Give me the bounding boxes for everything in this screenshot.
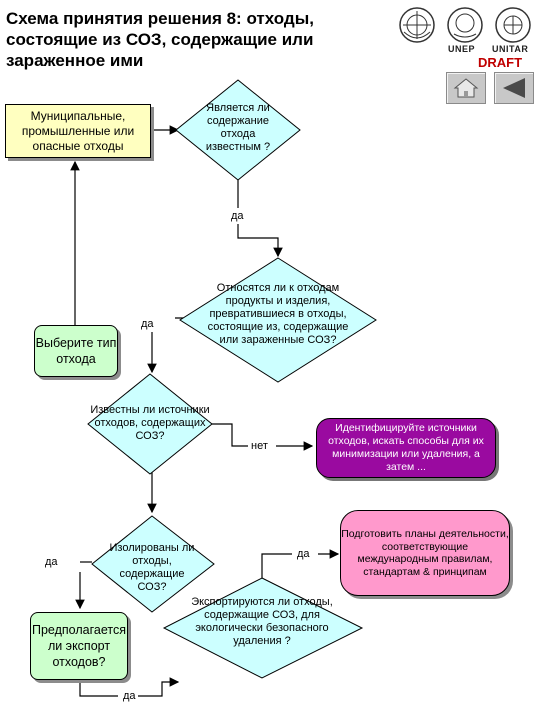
home-icon	[453, 78, 479, 98]
node-prepare-plans: Подготовить планы деятельности, соответс…	[340, 510, 510, 596]
node-municipal-waste: Муниципальные, промышленные или опасные …	[5, 104, 151, 158]
node-exported: Экспортируются ли отходы, содержащие СОЗ…	[191, 596, 333, 647]
logo-group: UNEP UNITAR	[398, 6, 534, 54]
back-arrow-icon	[503, 78, 525, 98]
page-title: Схема принятия решения 8: отходы, состоя…	[6, 9, 314, 70]
un-emblem-logo	[398, 6, 436, 44]
edge-label-yes-1: да	[230, 210, 245, 222]
unep-logo	[446, 6, 484, 44]
node-isolated: Изолированы ли отходы, содержащие СОЗ?	[109, 542, 195, 593]
diamond-products	[179, 257, 377, 383]
edge-label-yes-3: да	[44, 556, 59, 568]
node-choose-type: Выберите тип отхода	[34, 325, 118, 377]
edge-label-yes-4: да	[296, 548, 311, 560]
home-button[interactable]	[446, 72, 486, 104]
diamond-known-content	[175, 79, 301, 181]
edge-label-yes-5: да	[122, 690, 137, 702]
draft-label: DRAFT	[478, 55, 523, 70]
diamond-isolated	[91, 515, 215, 613]
edge-label-yes-2: да	[140, 318, 155, 330]
back-button[interactable]	[494, 72, 534, 104]
edge-label-no: нет	[250, 440, 269, 452]
node-sources-known: Известны ли источники отходов, содержащи…	[90, 404, 210, 442]
unitar-caption: UNITAR	[492, 44, 529, 54]
unep-caption: UNEP	[448, 44, 476, 54]
node-identify-sources: Идентифицируйте источники отходов, искат…	[316, 418, 496, 478]
diamond-sources-known	[87, 373, 213, 475]
unitar-logo	[494, 6, 532, 44]
node-export-planned: Предполагается ли экспорт отходов?	[30, 612, 128, 680]
node-products-question: Относятся ли к отходам продукты и издели…	[207, 282, 349, 346]
node-known-content: Является ли содержание отхода известным …	[205, 102, 271, 153]
diamond-exported	[162, 577, 364, 679]
